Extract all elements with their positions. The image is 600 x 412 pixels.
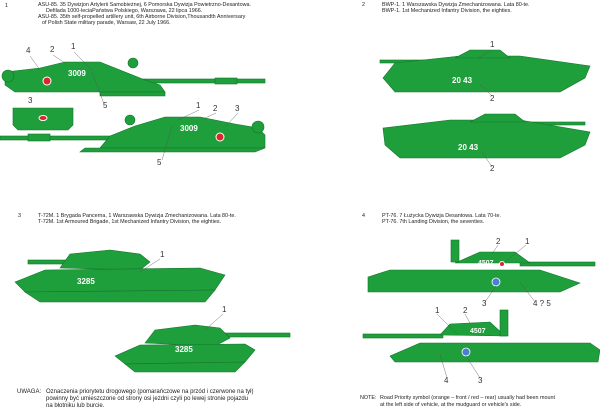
callout: 3 xyxy=(28,96,33,105)
vehicle-number: 4507 xyxy=(470,328,486,335)
callout: 3 xyxy=(478,376,483,385)
note-line-en: at the left side of vehicle, at the mudg… xyxy=(380,402,522,408)
caption-line: PT-76. 7 Łużycka Dywizja Desantowa. Lata… xyxy=(382,213,501,219)
callout: 2 xyxy=(490,94,495,103)
t72m-side-bottom xyxy=(114,324,291,373)
callout: 1 xyxy=(222,305,227,314)
bwp1-side-bottom xyxy=(382,113,591,159)
callout: 3 xyxy=(482,299,487,308)
callout: 2 xyxy=(490,164,495,173)
callout: 2 xyxy=(50,45,55,54)
callout: 1 xyxy=(71,42,76,51)
callout: 1 xyxy=(525,237,530,246)
caption-line: T-72M. 1st Armoured Brigade, 1st Mechani… xyxy=(38,219,222,225)
section-marker: 3 xyxy=(18,213,21,219)
caption-line: T-72M. 1 Brygada Pancerna, 1 Warszawska … xyxy=(38,213,236,219)
caption-line: of Polish State military parade, Warsaw,… xyxy=(42,20,171,26)
callout: 1 xyxy=(160,250,165,259)
vehicle-number: 20 43 xyxy=(452,76,473,85)
bwp1-side-top xyxy=(379,49,591,93)
caption-line: Defilada 1000-leciaPaństwa Polskiego, Wa… xyxy=(46,8,203,14)
t72m-side-top xyxy=(14,249,226,303)
asu85-side-left xyxy=(1,57,266,97)
callout: 5 xyxy=(103,101,108,110)
callout: 3 xyxy=(235,104,240,113)
callout: 5 xyxy=(157,158,162,167)
note-label-pl: UWAGA: xyxy=(17,389,42,395)
caption-line: PT-76. 7th Landing Division, the seventi… xyxy=(382,219,485,225)
asu85-side-right xyxy=(0,114,266,153)
note-line-pl: powinny być umieszczone od strony osi je… xyxy=(46,396,249,402)
vehicle-number: 20 43 xyxy=(458,143,479,152)
section-marker: 2 xyxy=(362,2,365,8)
vehicle-number: 3285 xyxy=(175,345,193,354)
callout: 1 xyxy=(490,40,495,49)
section-marker: 4 xyxy=(362,213,365,219)
vehicle-number: 3009 xyxy=(68,69,86,78)
callout: 2 xyxy=(496,237,501,246)
callout: 2 xyxy=(463,306,468,315)
caption-line: BWP-1. 1 Warszawska Dywizja Zmechanizowa… xyxy=(382,2,530,8)
caption-line: BWP-1. 1st Mechanized Infantry Division,… xyxy=(382,8,512,14)
section-marker: 1 xyxy=(5,3,8,9)
note-line-pl: Oznaczenia priorytetu drogowego (pomarań… xyxy=(46,389,254,395)
vehicle-number: 4507 xyxy=(478,260,494,267)
note-label-en: NOTE: xyxy=(360,395,377,401)
callout: 4 xyxy=(444,376,449,385)
roundels xyxy=(38,76,505,267)
callout: 4 ? 5 xyxy=(533,299,551,308)
pt76-side-top xyxy=(367,239,596,293)
callout: 2 xyxy=(213,104,218,113)
vehicle-number: 3285 xyxy=(77,277,95,286)
callout-lines xyxy=(29,49,536,379)
pt76-side-bottom xyxy=(362,309,600,363)
vehicle-number: 3009 xyxy=(180,124,198,133)
callout: 1 xyxy=(435,306,440,315)
callout: 1 xyxy=(196,101,201,110)
callout: 4 xyxy=(26,46,31,55)
caption-line: ASU-85. 35th self-propelled artillery un… xyxy=(38,14,246,20)
caption-line: ASU-85. 35 Dywizjon Artylerii Samobieżne… xyxy=(38,2,252,8)
note-line-pl: na błotniku lub burcie. xyxy=(46,403,105,409)
note-line-en: Road Priority symbol (orange – front / r… xyxy=(380,395,555,401)
